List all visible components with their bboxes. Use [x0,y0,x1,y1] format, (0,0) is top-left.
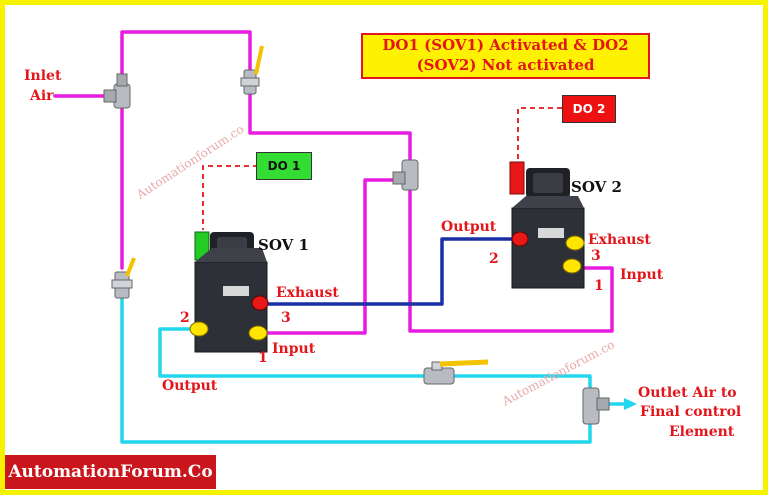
sov2-port-1: 1 [594,278,604,294]
sov2-port-2: 2 [489,251,499,267]
sov2-exhaust-port-open [565,235,585,251]
sov2-input-port-open [562,258,582,274]
inlet-tee-fitting [103,73,131,109]
sov1-output-label: Output [162,378,218,394]
sov2-exhaust-label: Exhaust [588,232,651,248]
output-line-return [120,290,592,444]
sov2-input-label: Input [620,267,664,283]
supply-to-sov2-input [408,178,614,333]
sov1-port-2: 2 [180,310,190,326]
outlet-arrow-head [624,398,637,410]
sov1-input-port-open [248,325,268,341]
do1-tag: DO 1 [256,152,312,180]
outlet-label-line-1: Outlet Air to [638,385,737,401]
status-title-line-2: (SOV2) Not activated [416,56,595,74]
inlet-label-line-1: Inlet [24,68,62,84]
status-title-line-1: DO1 (SOV1) Activated & DO2 [382,36,629,54]
brand-badge: AutomationForum.Co [5,455,216,489]
outlet-tee-fitting [582,387,610,425]
sov1-label: SOV 1 [258,236,309,254]
sov2-output-label: Output [441,219,497,235]
sov1-port-2-open [189,321,209,337]
sov1-input-label: Input [272,341,316,357]
sov1-port-1: 1 [258,350,268,366]
outlet-label-line-3: Element [669,424,735,440]
do1-signal-wire [202,165,258,230]
sov1-exhaust-port-blocked [251,295,269,311]
sov1-exhaust-label: Exhaust [276,285,339,301]
outlet-label-line-2: Final control [640,404,742,420]
bottom-ball-valve [423,359,489,385]
middle-tee-fitting [392,159,419,191]
supply-to-sov1-input [260,178,409,335]
do2-signal-wire [517,107,562,162]
status-title-box: DO1 (SOV1) Activated & DO2 (SOV2) Not ac… [361,33,650,79]
sov2-port-3: 3 [591,248,601,264]
sov2-label: SOV 2 [571,178,622,196]
exhaust-line [262,237,514,306]
output-line-sov1 [158,327,592,400]
inlet-label-line-2: Air [30,88,54,104]
top-ball-valve [240,45,264,95]
sov1-port-3: 3 [281,310,291,326]
do2-tag: DO 2 [562,95,616,123]
sov2-output-port-blocked [511,231,529,247]
left-ball-valve [111,257,136,299]
